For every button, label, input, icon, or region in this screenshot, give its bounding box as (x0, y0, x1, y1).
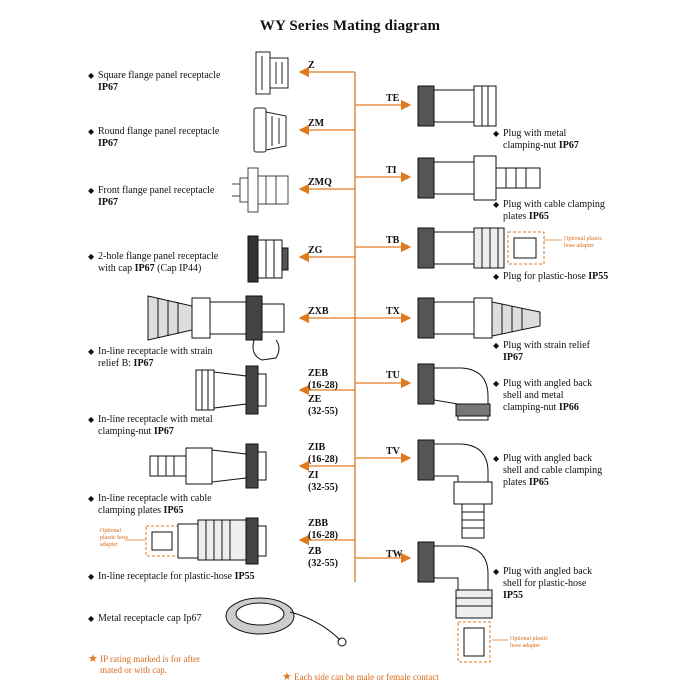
code-zm: ZM (308, 118, 325, 129)
plug-tb-icon (417, 227, 545, 269)
connector-zi-icon (149, 443, 267, 489)
code-tx: TX (386, 306, 400, 317)
footnote-ip-rating: ★ IP rating marked is for after mated or… (88, 653, 201, 676)
star-icon: ★ (88, 653, 98, 665)
plug-tv-icon (417, 439, 493, 539)
plug-tu-icon (417, 363, 491, 421)
code-zxb: ZXB (308, 306, 329, 317)
page-title: WY Series Mating diagram (259, 18, 441, 34)
code-zi: ZI(32-55) (308, 470, 338, 493)
code-ti: TI (386, 165, 397, 176)
code-zib: ZIB(16-28) (308, 442, 338, 465)
left-item-zxb: ◆In-line receptacle with strain relief B… (88, 346, 213, 369)
code-tv: TV (386, 446, 400, 457)
connector-z-icon (255, 51, 289, 95)
connector-zg-icon (247, 235, 289, 283)
connector-zm-icon (253, 107, 287, 153)
footnote-contact: ★ Each side can be male or female contac… (282, 671, 439, 683)
right-item-te: ◆Plug with metal clamping-nut IP67 (493, 128, 579, 151)
code-zb: ZB(32-55) (308, 546, 338, 569)
center-trunk (298, 66, 412, 582)
code-zbb: ZBB(16-28) (308, 518, 338, 541)
code-ze: ZE(32-55) (308, 394, 338, 417)
connector-zmq-icon (232, 167, 289, 213)
connector-zb-icon (145, 517, 267, 565)
connector-zxb-icon (147, 295, 285, 361)
left-item-ze: ◆In-line receptacle with metal clamping-… (88, 414, 213, 437)
left-item-zm: ◆Round flange panel receptacle IP67 (88, 126, 220, 149)
right-item-tx: ◆Plug with strain relief IP67 (493, 340, 590, 363)
code-tb: TB (386, 235, 400, 246)
right-item-tu: ◆Plug with angled back shell and metal c… (493, 378, 593, 413)
right-item-tb: ◆Plug for plastic-hose IP55 (493, 271, 609, 282)
code-zmq: ZMQ (308, 177, 332, 188)
left-item-zb: ◆In-line receptacle for plastic-hose IP5… (88, 571, 255, 582)
code-tw: TW (386, 549, 403, 560)
code-zeb: ZEB(16-28) (308, 368, 338, 391)
star-icon: ★ (282, 671, 292, 683)
left-item-z: ◆Square flange panel receptacle IP67 (88, 70, 221, 93)
plug-tw-icon (417, 541, 493, 663)
right-item-ti: ◆Plug with cable clamping plates IP65 (493, 199, 605, 222)
left-item-zg: ◆2-hole flange panel receptacle with cap… (88, 251, 219, 274)
left-item-zmq: ◆Front flange panel receptacle IP67 (88, 185, 215, 208)
code-zg: ZG (308, 245, 323, 256)
code-te: TE (386, 93, 400, 104)
connector-ze-icon (195, 365, 267, 415)
right-item-tw: ◆Plug with angled back shell for plastic… (493, 566, 593, 601)
metal-cap-icon (225, 597, 347, 647)
code-z: Z (308, 60, 315, 71)
plug-te-icon (417, 85, 497, 127)
plug-tx-icon (417, 297, 541, 339)
right-item-tv: ◆Plug with angled back shell and cable c… (493, 453, 603, 488)
code-tu: TU (386, 370, 400, 381)
left-item-zi: ◆In-line receptacle with cable clamping … (88, 493, 212, 516)
left-item-cap: ◆Metal receptacle cap Ip67 (88, 613, 202, 624)
plug-ti-icon (417, 155, 541, 201)
